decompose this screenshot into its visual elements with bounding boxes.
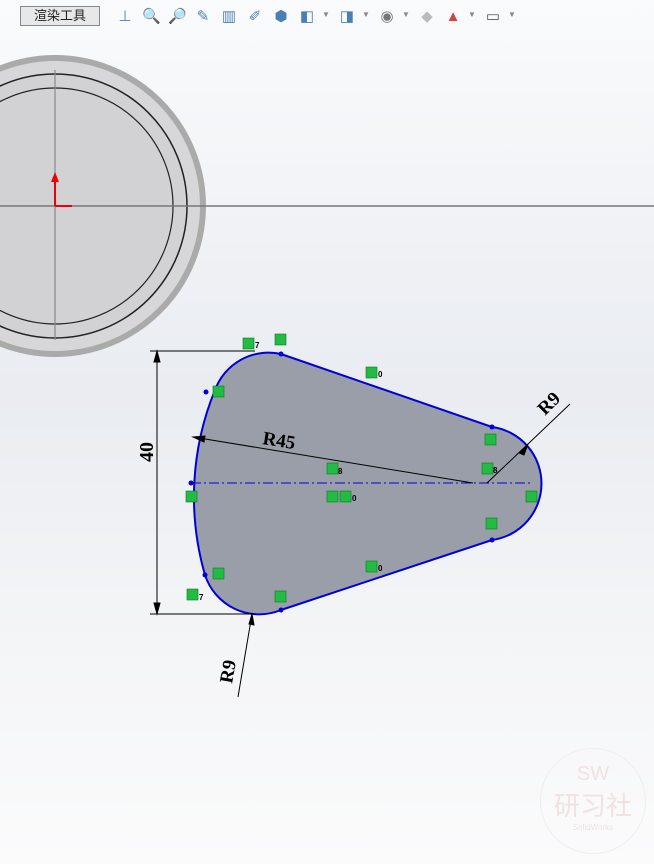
- tab-render-tools[interactable]: 渲染工具: [20, 6, 100, 26]
- relation-count: 7: [255, 341, 260, 350]
- relation-count: 8: [493, 466, 498, 475]
- dimension-40[interactable]: [150, 349, 255, 616]
- previous-view-icon[interactable]: ✎: [196, 8, 210, 25]
- relation-icons[interactable]: [185, 333, 538, 603]
- watermark-text: 研习社: [553, 792, 632, 822]
- normal-to-icon[interactable]: ⊥: [118, 8, 132, 25]
- watermark-text: SW: [576, 763, 610, 785]
- view-orientation-icon[interactable]: ⬢: [274, 8, 288, 25]
- hide-show-items-icon[interactable]: ◨: [339, 8, 355, 25]
- watermark-logo: SW 研习社 SolidWorks: [540, 748, 646, 854]
- view-settings-icon[interactable]: ▲: [445, 8, 461, 25]
- dynamic-annotation-icon[interactable]: ✐: [248, 8, 262, 25]
- dimension-40-text[interactable]: 40: [136, 442, 158, 462]
- relation-count: 7: [199, 593, 204, 602]
- edit-appearance-icon[interactable]: ◉: [380, 8, 394, 25]
- section-view-icon[interactable]: ▥: [221, 8, 237, 25]
- dimension-r9-bottom-text[interactable]: R9: [216, 658, 241, 685]
- relation-count: 0: [378, 370, 383, 379]
- zoom-to-fit-icon[interactable]: 🔍: [142, 8, 161, 25]
- dimension-r45-text[interactable]: R45: [261, 428, 297, 454]
- dimension-r9-right-text[interactable]: R9: [534, 388, 565, 419]
- watermark-text: SolidWorks: [572, 823, 614, 832]
- origin-icon: [51, 172, 72, 207]
- screen-icon[interactable]: ▭: [485, 8, 501, 25]
- dimension-r45[interactable]: [191, 435, 474, 484]
- dimension-r9-bottom[interactable]: [237, 613, 255, 698]
- display-style-icon[interactable]: ◧: [299, 8, 315, 25]
- relation-count: 8: [338, 467, 343, 476]
- relation-count: 0: [378, 564, 383, 573]
- zoom-to-area-icon[interactable]: 🔎: [168, 8, 187, 25]
- dimension-r9-right[interactable]: [486, 403, 571, 484]
- relation-count: 0: [352, 494, 357, 503]
- apply-scene-icon[interactable]: ◆: [421, 8, 433, 25]
